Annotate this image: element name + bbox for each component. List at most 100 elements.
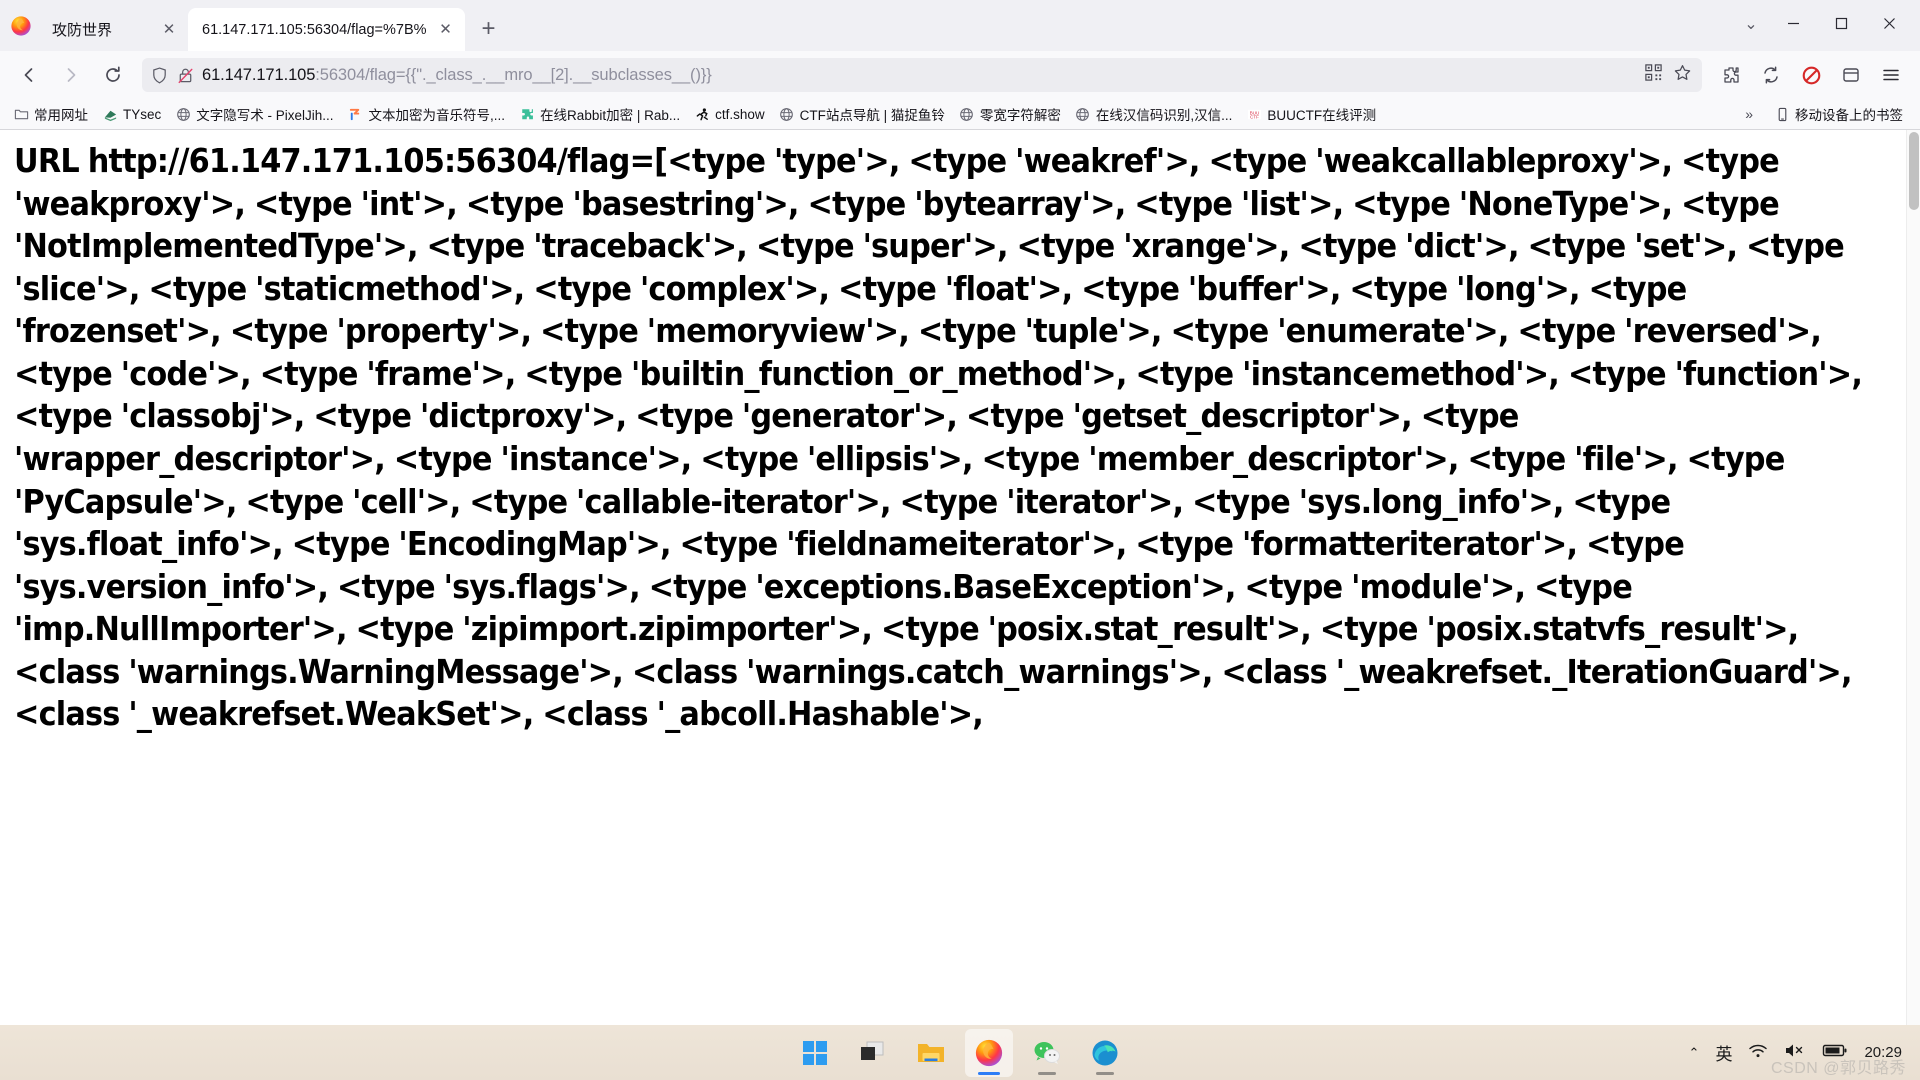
tab-1[interactable]: 61.147.171.105:56304/flag=%7B% ✕ xyxy=(188,8,465,51)
qrcode-icon[interactable] xyxy=(1644,63,1663,87)
close-window-button[interactable] xyxy=(1866,4,1912,44)
globe-icon xyxy=(1075,106,1091,122)
url-path: :56304/flag={{"._class_.__mro__[2].__sub… xyxy=(315,65,712,84)
list-all-tabs-icon[interactable]: ⌄ xyxy=(1744,15,1758,33)
bookmark-item[interactable]: 文字隐写术 - PixelJih... xyxy=(168,101,340,127)
wechat-button[interactable] xyxy=(1023,1029,1071,1077)
star-icon[interactable] xyxy=(1673,63,1692,87)
battery-icon[interactable] xyxy=(1822,1042,1848,1063)
bookmark-item[interactable]: ctf.show xyxy=(687,103,772,125)
file-explorer-button[interactable] xyxy=(907,1029,955,1077)
bookmark-item[interactable]: 零宽字符解密 xyxy=(952,101,1068,127)
task-view-button[interactable] xyxy=(849,1029,897,1077)
sync-icon[interactable] xyxy=(1752,58,1790,92)
runner-icon xyxy=(694,106,710,122)
system-tray: ⌃ 英 20:29 xyxy=(1689,1040,1920,1065)
bookmark-label: 在线汉信码识别,汉信... xyxy=(1095,108,1233,123)
bookmark-label: 在线Rabbit加密 | Rab... xyxy=(540,108,681,123)
close-icon[interactable]: ✕ xyxy=(439,21,452,38)
windows-logo-icon xyxy=(803,1040,827,1065)
running-indicator xyxy=(1096,1071,1114,1075)
running-indicator xyxy=(1038,1071,1056,1075)
bookmark-label: ctf.show xyxy=(715,106,765,122)
page-body-text: URL http://61.147.171.105:56304/flag=[<t… xyxy=(14,141,1863,734)
toolbar-actions xyxy=(1712,58,1910,92)
bookmark-label: CTF站点导航 | 猫捉鱼铃 xyxy=(799,108,945,123)
firefox-icon xyxy=(975,1039,1003,1066)
extensions-icon[interactable] xyxy=(1712,58,1750,92)
bookmark-label: 常用网址 xyxy=(34,108,88,123)
bookmark-item[interactable]: 文本加密为音乐符号,... xyxy=(341,101,513,127)
bookmark-label: 文本加密为音乐符号,... xyxy=(368,108,506,123)
book-icon xyxy=(102,106,118,122)
bookmarks-overflow: » 移动设备上的书签 xyxy=(1737,101,1914,127)
svg-text:BUU: BUU xyxy=(1249,110,1259,115)
bookmark-item[interactable]: 常用网址 xyxy=(6,101,95,127)
bookmark-item[interactable]: 在线Rabbit加密 | Rab... xyxy=(512,101,687,127)
start-button[interactable] xyxy=(791,1029,839,1077)
bookmark-item-mobile[interactable]: 移动设备上的书签 xyxy=(1767,101,1910,127)
clock-time: 20:29 xyxy=(1864,1043,1902,1061)
edge-button[interactable] xyxy=(1081,1029,1129,1077)
folder-icon xyxy=(918,1043,944,1062)
bookmark-label: 移动设备上的书签 xyxy=(1795,108,1903,123)
tray-expand-icon[interactable]: ⌃ xyxy=(1688,1044,1700,1060)
bookmark-label: TYsec xyxy=(123,106,162,122)
volume-muted-icon[interactable] xyxy=(1784,1042,1806,1063)
new-tab-button[interactable]: + xyxy=(481,15,496,42)
bookmark-item[interactable]: CTF站点导航 | 猫捉鱼铃 xyxy=(772,101,952,127)
wechat-icon xyxy=(1034,1041,1060,1064)
folder-icon xyxy=(13,106,29,122)
address-bar[interactable]: 61.147.171.105:56304/flag={{"._class_.__… xyxy=(142,58,1702,92)
navigation-toolbar: 61.147.171.105:56304/flag={{"._class_.__… xyxy=(0,51,1920,99)
scrollbar-thumb[interactable] xyxy=(1909,132,1919,210)
task-view-icon xyxy=(861,1041,884,1060)
hamburger-menu-icon[interactable] xyxy=(1872,58,1910,92)
globe-icon xyxy=(959,106,975,122)
window-controls: ⌄ xyxy=(1734,0,1912,51)
clock[interactable]: 20:29 xyxy=(1864,1043,1902,1061)
tab-title: 攻防世界 xyxy=(52,22,113,39)
adblock-icon[interactable] xyxy=(1792,58,1830,92)
url-text[interactable]: 61.147.171.105:56304/flag={{"._class_.__… xyxy=(202,66,1637,85)
puzzle-green-icon xyxy=(519,106,535,122)
vertical-scrollbar[interactable] xyxy=(1906,130,1920,1025)
wifi-icon[interactable] xyxy=(1748,1042,1768,1063)
bookmark-label: BUUCTF在线评测 xyxy=(1267,108,1377,123)
mobile-icon xyxy=(1774,106,1790,122)
browser-window: 攻防世界 ✕ 61.147.171.105:56304/flag=%7B% ✕ … xyxy=(0,0,1920,1025)
firefox-logo-icon xyxy=(4,0,38,51)
shield-icon[interactable] xyxy=(150,66,169,85)
edge-icon xyxy=(1092,1040,1118,1065)
bookmark-label: 文字隐写术 - PixelJih... xyxy=(196,108,334,123)
svg-text:CTF: CTF xyxy=(1250,114,1259,119)
minimize-button[interactable] xyxy=(1770,4,1816,44)
windows-taskbar: ⌃ 英 20:29 CSDN @郭贝路秀 xyxy=(0,1025,1920,1080)
address-bar-actions xyxy=(1644,63,1694,87)
tab-strip: 攻防世界 ✕ 61.147.171.105:56304/flag=%7B% ✕ … xyxy=(0,0,1920,51)
forward-button[interactable] xyxy=(52,58,90,92)
ime-indicator[interactable]: 英 xyxy=(1715,1045,1733,1064)
taskbar-items xyxy=(791,1028,1129,1077)
globe-icon xyxy=(175,106,191,122)
bookmark-item[interactable]: 在线汉信码识别,汉信... xyxy=(1068,101,1240,127)
firefox-button[interactable] xyxy=(965,1028,1013,1077)
music-icon xyxy=(348,106,364,122)
chevron-double-right-icon[interactable]: » xyxy=(1745,106,1753,122)
close-icon[interactable]: ✕ xyxy=(162,21,176,38)
running-indicator xyxy=(978,1071,1000,1075)
url-host: 61.147.171.105 xyxy=(202,65,316,84)
bookmark-item[interactable]: TYsec xyxy=(95,103,168,125)
reload-button[interactable] xyxy=(94,58,132,92)
tab-title: 61.147.171.105:56304/flag=%7B% xyxy=(202,21,427,38)
bookmarks-toolbar: 常用网址 TYsec 文字隐写术 - PixelJih... 文本加密为音乐符号… xyxy=(0,99,1920,130)
globe-icon xyxy=(779,106,795,122)
back-button[interactable] xyxy=(10,58,48,92)
bookmark-label: 零宽字符解密 xyxy=(979,108,1061,123)
tab-0[interactable]: 攻防世界 ✕ xyxy=(38,8,188,51)
lock-insecure-icon[interactable] xyxy=(176,66,195,85)
maximize-button[interactable] xyxy=(1818,4,1864,44)
account-icon[interactable] xyxy=(1832,58,1870,92)
